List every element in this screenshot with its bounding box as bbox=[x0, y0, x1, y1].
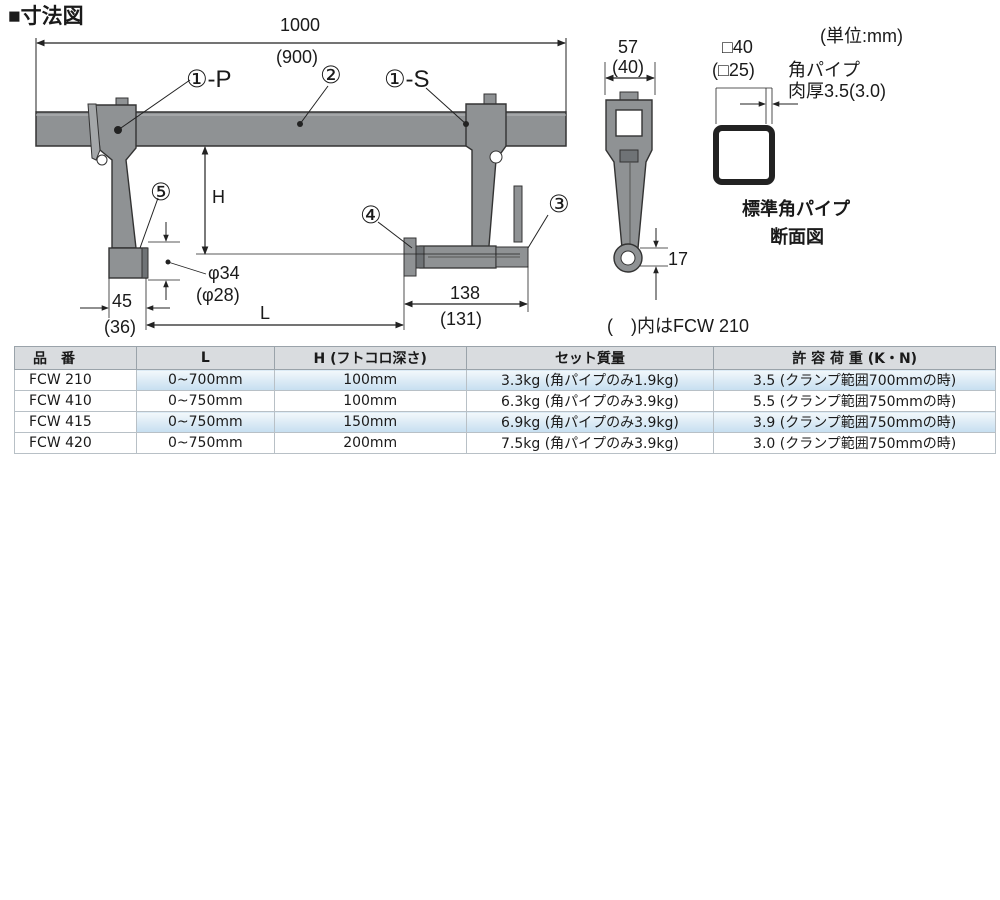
part-1s-label: ①-S bbox=[384, 66, 430, 93]
table-cell: FCW 415 bbox=[14, 411, 137, 433]
section-caption-1: 標準角パイプ bbox=[742, 199, 850, 219]
width-45-alt-label: (36) bbox=[104, 317, 137, 337]
dim-17-label: 17 bbox=[668, 249, 689, 269]
fcw210-note: ( )内はFCW 210 bbox=[607, 316, 750, 336]
part-4-label: ④ bbox=[360, 202, 382, 229]
thickness-label: 肉厚3.5(3.0) bbox=[788, 81, 887, 101]
part-5-label: ⑤ bbox=[150, 179, 172, 206]
table-cell: 3.5 (クランプ範囲700mmの時) bbox=[713, 369, 996, 391]
table-cell: 0~750mm bbox=[135, 390, 275, 412]
sliding-jaw bbox=[403, 93, 529, 277]
header-part-no: 品 番 bbox=[14, 346, 137, 370]
header-weight: セット質量 bbox=[465, 346, 715, 370]
table-cell: 3.3kg (角パイプのみ1.9kg) bbox=[465, 369, 715, 391]
table-row: FCW 415 0~750mm 150mm 6.9kg (角パイプのみ3.9kg… bbox=[14, 411, 996, 433]
table-header-row: 品 番 L H (フトコロ深さ) セット質量 許 容 荷 重 (K・N) bbox=[14, 346, 996, 370]
table-cell: 0~750mm bbox=[135, 411, 275, 433]
table-cell: FCW 210 bbox=[14, 369, 137, 391]
table-row: FCW 410 0~750mm 100mm 6.3kg (角パイプのみ3.9kg… bbox=[14, 390, 996, 412]
table-row: FCW 210 0~700mm 100mm 3.3kg (角パイプのみ1.9kg… bbox=[14, 369, 996, 391]
side-57-label: 57 bbox=[618, 37, 639, 57]
table-cell: 100mm bbox=[273, 369, 467, 391]
table-cell: 200mm bbox=[273, 432, 467, 454]
table-cell: 0~700mm bbox=[135, 369, 275, 391]
dia-34-label: φ34 bbox=[208, 263, 240, 283]
table-cell: 0~750mm bbox=[135, 432, 275, 454]
overall-length-alt-label: (900) bbox=[276, 47, 319, 67]
l-label: L bbox=[260, 303, 271, 323]
pipe-cross-section bbox=[713, 87, 798, 185]
length-138-label: 138 bbox=[450, 283, 481, 303]
section-caption-2: 断面図 bbox=[770, 227, 824, 247]
header-l: L bbox=[135, 346, 275, 370]
square-40-label: □40 bbox=[722, 37, 753, 57]
unit-note: (単位:mm) bbox=[820, 26, 903, 46]
spec-table: 品 番 L H (フトコロ深さ) セット質量 許 容 荷 重 (K・N) FCW… bbox=[14, 346, 996, 454]
overall-length-label: 1000 bbox=[280, 15, 321, 35]
table-row: FCW 420 0~750mm 200mm 7.5kg (角パイプのみ3.9kg… bbox=[14, 432, 996, 454]
table-cell: FCW 420 bbox=[14, 432, 137, 454]
table-cell: 100mm bbox=[273, 390, 467, 412]
header-load: 許 容 荷 重 (K・N) bbox=[713, 346, 996, 370]
page-title: ■寸法図 bbox=[8, 5, 84, 28]
table-cell: FCW 410 bbox=[14, 390, 137, 412]
square-25-label: (□25) bbox=[712, 60, 755, 80]
dia-28-label: (φ28) bbox=[196, 285, 240, 305]
drawing-graphics bbox=[35, 38, 798, 330]
table-cell: 6.3kg (角パイプのみ3.9kg) bbox=[465, 390, 715, 412]
fixed-jaw bbox=[87, 97, 149, 279]
table-cell: 150mm bbox=[273, 411, 467, 433]
table-cell: 6.9kg (角パイプのみ3.9kg) bbox=[465, 411, 715, 433]
side-view bbox=[604, 62, 668, 300]
table-cell: 3.0 (クランプ範囲750mmの時) bbox=[713, 432, 996, 454]
side-57-alt-label: (40) bbox=[612, 57, 645, 77]
pipe-label: 角パイプ bbox=[788, 60, 860, 80]
part-2-label: ② bbox=[320, 62, 342, 89]
table-cell: 3.9 (クランプ範囲750mmの時) bbox=[713, 411, 996, 433]
part-1p-label: ①-P bbox=[186, 66, 232, 93]
width-45-label: 45 bbox=[112, 291, 133, 311]
h-label: H bbox=[212, 187, 225, 207]
table-cell: 7.5kg (角パイプのみ3.9kg) bbox=[465, 432, 715, 454]
part-3-label: ③ bbox=[548, 191, 570, 218]
length-138-alt-label: (131) bbox=[440, 309, 483, 329]
header-h: H (フトコロ深さ) bbox=[273, 346, 467, 370]
table-cell: 5.5 (クランプ範囲750mmの時) bbox=[713, 390, 996, 412]
